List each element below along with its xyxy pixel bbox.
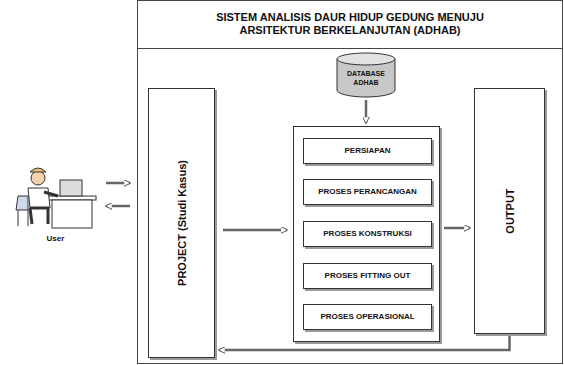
- title-divider: [138, 48, 563, 49]
- process-box: PROSES OPERASIONAL: [303, 304, 432, 330]
- node-label: DATABASE ADHAB: [339, 69, 393, 87]
- database-cylinder: DATABASE ADHAB: [336, 52, 396, 98]
- node-label: PROJECT (Studi Kasus): [175, 98, 188, 348]
- user-icon: [8, 166, 103, 232]
- process-box: PROSES FITTING OUT: [303, 263, 432, 289]
- process-box: PROSES PERANCANGAN: [303, 179, 432, 205]
- actor-label: User: [8, 234, 103, 244]
- node-label: PROSES OPERASIONAL: [316, 312, 418, 322]
- project-box: PROJECT (Studi Kasus): [148, 88, 215, 358]
- title-box: SISTEM ANALISIS DAUR HIDUP GEDUNG MENUJU…: [137, 0, 563, 48]
- user-actor: User: [8, 166, 103, 250]
- node-label: PROSES FITTING OUT: [321, 271, 415, 281]
- process-box: PROSES KONSTRUKSI: [303, 221, 432, 247]
- flow-arrow: [106, 205, 130, 208]
- outer-frame: [138, 1, 563, 364]
- node-label: OUTPUT: [503, 98, 516, 324]
- flow-arrow: [365, 100, 368, 123]
- diagram-title: SISTEM ANALISIS DAUR HIDUP GEDUNG MENUJU…: [190, 11, 510, 37]
- node-label: PERSIAPAN: [340, 146, 394, 156]
- flow-arrow: [106, 182, 130, 185]
- flow-arrow: [444, 227, 470, 230]
- flow-arrow: [223, 229, 287, 232]
- node-label: PROSES KONSTRUKSI: [319, 229, 415, 239]
- output-box: OUTPUT: [474, 88, 545, 334]
- process-group: PERSIAPAN PROSES PERANCANGAN PROSES KONSTR…: [293, 126, 440, 342]
- node-label: PROSES PERANCANGAN: [314, 187, 421, 197]
- process-box: PERSIAPAN: [303, 138, 432, 164]
